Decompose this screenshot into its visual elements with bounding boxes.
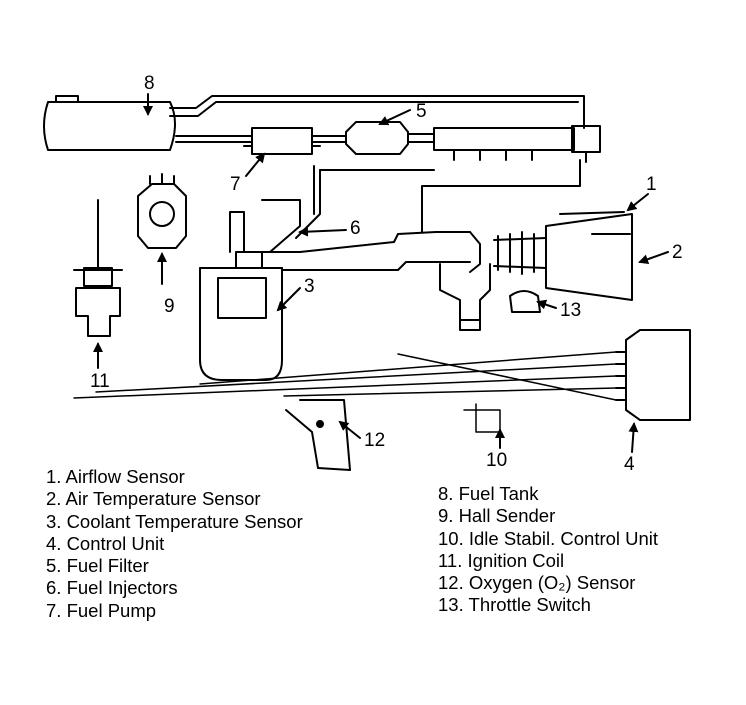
oxygen-sensor	[285, 399, 351, 471]
arrow-2	[638, 251, 669, 265]
arrow-3	[276, 287, 301, 312]
callout-6: 6	[350, 218, 361, 239]
arrow-4	[628, 422, 639, 453]
callout-labels: 8 5 7 1 6 2 3 9 13 11 12 10 4	[90, 73, 683, 475]
callout-7: 7	[230, 174, 241, 195]
legend-item: 6. Fuel Injectors	[46, 577, 178, 599]
callout-11: 11	[90, 371, 110, 392]
fuel-filter	[345, 121, 409, 155]
throttle-housing	[439, 263, 491, 331]
arrow-6	[298, 226, 347, 237]
airflow-sensor	[545, 211, 633, 301]
callout-5: 5	[416, 101, 427, 122]
arrow-7	[245, 152, 266, 177]
engine-block	[199, 199, 301, 381]
legend-item: 10. Idle Stabil. Control Unit	[438, 527, 659, 549]
legend-item: 7. Fuel Pump	[46, 599, 157, 621]
legend-item: 3. Coolant Temperature Sensor	[46, 510, 303, 532]
legend-item: 5. Fuel Filter	[46, 555, 149, 577]
fuel-rail	[433, 125, 601, 163]
callout-10: 10	[486, 450, 507, 471]
legend-item: 4. Control Unit	[46, 532, 165, 554]
ignition-coil	[73, 199, 123, 337]
callout-9: 9	[164, 296, 175, 317]
arrow-12	[338, 420, 361, 439]
legend-item: 11. Ignition Coil	[438, 549, 565, 571]
legend-item: 8. Fuel Tank	[438, 483, 539, 504]
callout-1: 1	[646, 174, 657, 195]
wiring-harness	[73, 351, 617, 433]
callout-2: 2	[672, 242, 683, 263]
callout-12: 12	[364, 430, 385, 451]
legend-left: 1. Airflow Sensor 2. Air Temperature Sen…	[46, 466, 303, 622]
arrow-5	[378, 109, 411, 126]
arrow-13	[536, 299, 557, 310]
legend-item: 9. Hall Sender	[438, 505, 556, 527]
legend-item: 13. Throttle Switch	[438, 594, 591, 616]
leader-arrows	[93, 93, 669, 453]
throttle-switch	[509, 290, 541, 313]
callout-3: 3	[304, 276, 315, 297]
legend-item: 1. Airflow Sensor	[46, 466, 185, 487]
arrow-1	[626, 193, 649, 212]
fuel-pump	[243, 127, 321, 155]
legend-right: 8. Fuel Tank 9. Hall Sender 10. Idle Sta…	[438, 483, 658, 617]
legend-item: 12. Oxygen (O₂) Sensor	[438, 572, 636, 594]
control-unit	[615, 329, 691, 421]
callout-13: 13	[560, 300, 581, 321]
callout-8: 8	[144, 73, 155, 94]
fuel-lines	[169, 95, 585, 239]
callout-4: 4	[624, 454, 635, 475]
fuel-tank	[43, 95, 176, 151]
legend-item: 2. Air Temperature Sensor	[46, 488, 261, 510]
hall-sender	[137, 173, 187, 249]
intake-air-tube	[261, 231, 547, 275]
